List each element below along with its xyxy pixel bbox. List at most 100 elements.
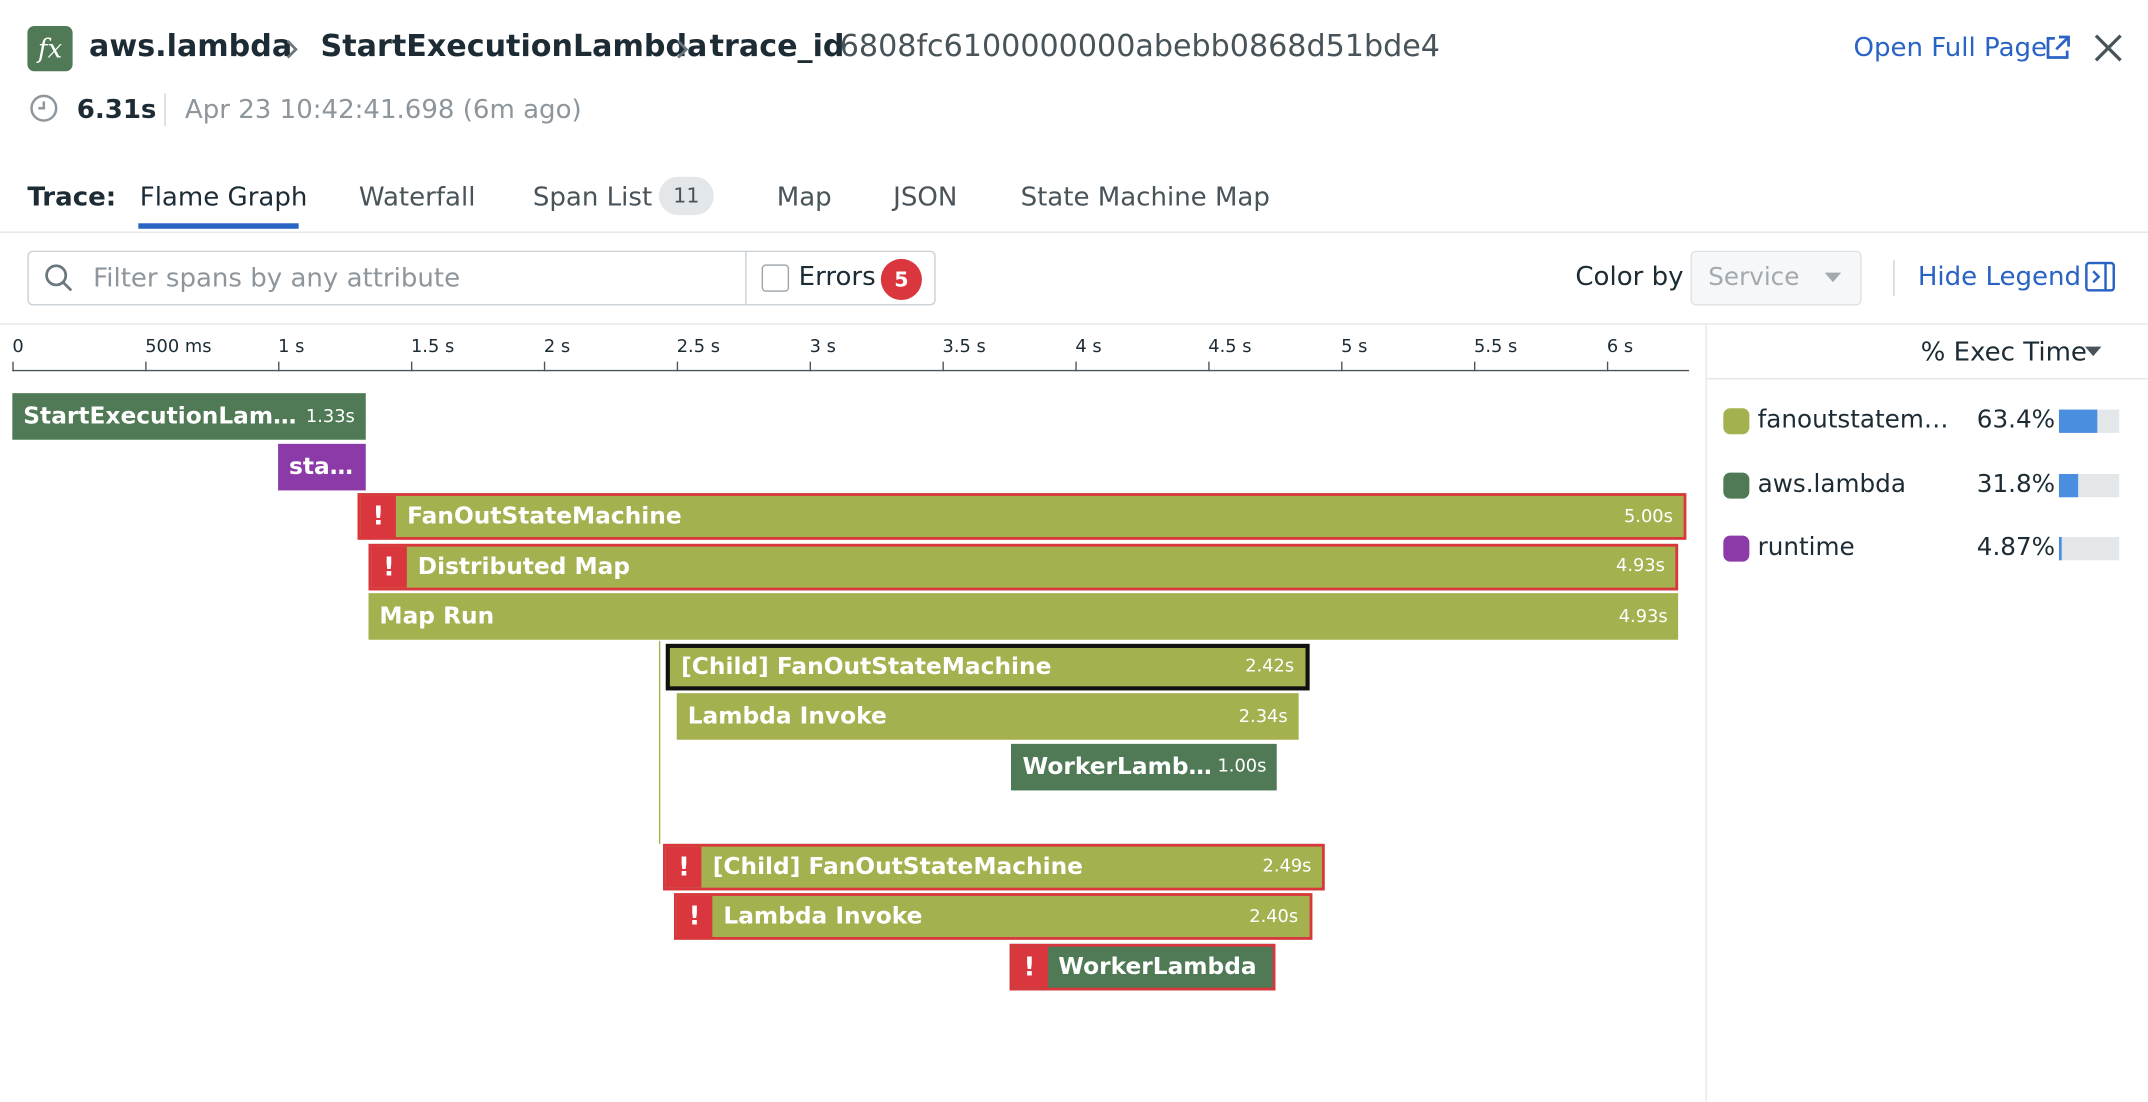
axis-tick [145, 361, 147, 372]
span-name: WorkerLambda [1022, 752, 1218, 781]
axis-tick-label: 3 s [809, 336, 836, 358]
legend-service-name: runtime [1757, 532, 1855, 562]
meta-divider [164, 93, 166, 127]
span-filter-input[interactable] [93, 260, 738, 296]
legend-exec-pct: 63.4% [1976, 405, 2056, 435]
span-bar[interactable]: ! WorkerLambda [1008, 943, 1275, 990]
span-duration: 5.00s [1623, 506, 1673, 527]
axis-tick [942, 361, 944, 372]
span-name: sta… [289, 452, 354, 481]
tab-json[interactable]: JSON [893, 182, 958, 213]
span-duration: 2.40s [1249, 906, 1299, 927]
close-icon[interactable] [2088, 27, 2129, 68]
collapse-panel-icon[interactable] [2085, 261, 2115, 292]
span-bar[interactable]: Map Run 4.93s [368, 593, 1679, 640]
axis-tick [1075, 361, 1077, 372]
chevron-right-icon [677, 40, 689, 59]
tab-flame-graph[interactable]: Flame Graph [139, 182, 308, 213]
span-bar[interactable]: ! Lambda Invoke 2.40s [674, 893, 1312, 940]
hide-legend-button[interactable]: Hide Legend [1917, 261, 2082, 292]
error-icon: ! [676, 895, 713, 938]
span-bar[interactable]: [Child] FanOutStateMachine 2.42s [666, 643, 1310, 690]
span-name: Distributed Map [417, 552, 631, 581]
span-duration: 2.34s [1238, 706, 1288, 727]
axis-tick-label: 4.5 s [1208, 336, 1252, 358]
span-name: WorkerLambda [1058, 952, 1257, 981]
caret-down-icon[interactable] [1824, 272, 1842, 283]
span-bar[interactable]: ! Distributed Map 4.93s [368, 543, 1679, 590]
axis-tick-label: 3.5 s [942, 336, 986, 358]
span-name: [Child] FanOutStateMachine [681, 652, 1052, 681]
axis-tick-label: 500 ms [145, 336, 212, 358]
trace-duration: 6.31s [76, 94, 157, 125]
breadcrumb-resource[interactable]: StartExecutionLambda [320, 30, 708, 65]
open-full-page-link[interactable]: Open Full Page [1853, 30, 2047, 66]
span-duration: 4.93s [1618, 606, 1668, 627]
tab-map[interactable]: Map [776, 182, 832, 213]
errors-label[interactable]: Errors [798, 261, 876, 292]
time-axis [12, 369, 1690, 372]
trace-tabs-label: Trace: [27, 182, 117, 213]
legend-exec-bar-fill [2058, 537, 2062, 561]
span-duration: 4.93s [1615, 556, 1665, 577]
axis-tick-label: 0 [12, 336, 24, 358]
trace-id-value[interactable]: 6808fc6100000000abebb0868d51bde4 [839, 30, 1440, 65]
legend-exec-pct: 4.87% [1976, 532, 2056, 562]
axis-tick-label: 2 s [543, 336, 571, 358]
errors-checkbox[interactable] [761, 264, 790, 292]
legend-item[interactable]: fanoutstatema… 63.4% [1723, 401, 2134, 439]
tab-state-machine-map[interactable]: State Machine Map [1020, 182, 1270, 213]
legend-color-swatch [1723, 471, 1750, 498]
tabs-divider [0, 231, 2148, 233]
legend-divider [1706, 378, 2148, 380]
span-duration: 1.00s [1217, 756, 1267, 777]
search-icon [45, 264, 73, 292]
axis-tick-label: 1.5 s [410, 336, 455, 358]
tab-waterfall[interactable]: Waterfall [358, 182, 476, 213]
color-by-value[interactable]: Service [1708, 263, 1800, 292]
error-icon: ! [360, 495, 397, 537]
legend-exec-bar-fill [2058, 409, 2098, 433]
span-duration: 2.42s [1245, 656, 1295, 677]
legend-service-name: fanoutstatema… [1757, 405, 1950, 435]
axis-tick-label: 1 s [278, 336, 305, 358]
exec-time-sort-header[interactable]: % Exec Time [1920, 336, 2087, 368]
error-icon: ! [666, 845, 702, 888]
span-name: StartExecutionLambda [23, 402, 306, 431]
legend-color-swatch [1723, 535, 1750, 562]
span-bar[interactable]: sta… [278, 443, 366, 490]
span-duration: 1.33s [305, 406, 355, 427]
external-link-icon[interactable] [2044, 34, 2071, 61]
clock-icon [30, 94, 58, 122]
function-icon: fx [27, 26, 73, 72]
span-name: Lambda Invoke [723, 902, 923, 931]
legend-item[interactable]: runtime 4.87% [1723, 529, 2134, 567]
axis-tick [1208, 361, 1210, 372]
axis-tick-label: 5 s [1341, 336, 1368, 358]
toolbar-divider [1893, 260, 1895, 296]
axis-tick [410, 361, 413, 372]
axis-tick [809, 361, 811, 372]
tab-span-list[interactable]: Span List [532, 182, 653, 213]
caret-down-icon[interactable] [2084, 346, 2102, 357]
open-full-page-label[interactable]: Open Full Page [1853, 32, 2048, 64]
axis-tick [278, 361, 280, 372]
axis-tick [1474, 361, 1476, 372]
error-icon: ! [371, 545, 407, 588]
span-name: [Child] FanOutStateMachine [712, 852, 1083, 881]
trace-timestamp: Apr 23 10:42:41.698 (6m ago) [184, 94, 582, 125]
axis-tick-label: 5.5 s [1474, 336, 1518, 358]
span-name: Map Run [379, 602, 495, 631]
toolbar-divider-line [0, 323, 2148, 325]
error-icon: ! [1011, 945, 1048, 988]
span-count-badge: 11 [658, 176, 714, 216]
breadcrumb-service[interactable]: aws.lambda [89, 30, 293, 65]
filter-divider [745, 252, 747, 305]
axis-tick [676, 361, 679, 372]
